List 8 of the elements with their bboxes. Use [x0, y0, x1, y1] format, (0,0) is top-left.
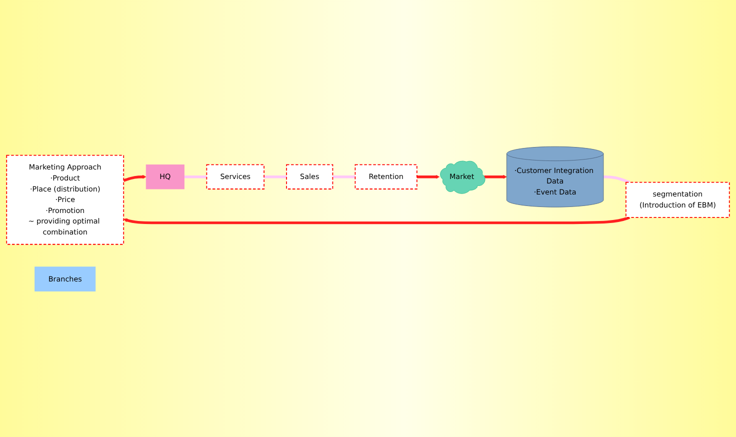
connector: [264, 175, 287, 178]
arrow: [484, 174, 507, 178]
connector: [603, 175, 630, 184]
arrow: [123, 174, 146, 182]
arrow: [416, 174, 440, 178]
connector: [332, 175, 356, 178]
arrow: [123, 216, 630, 224]
connector: [184, 175, 207, 178]
